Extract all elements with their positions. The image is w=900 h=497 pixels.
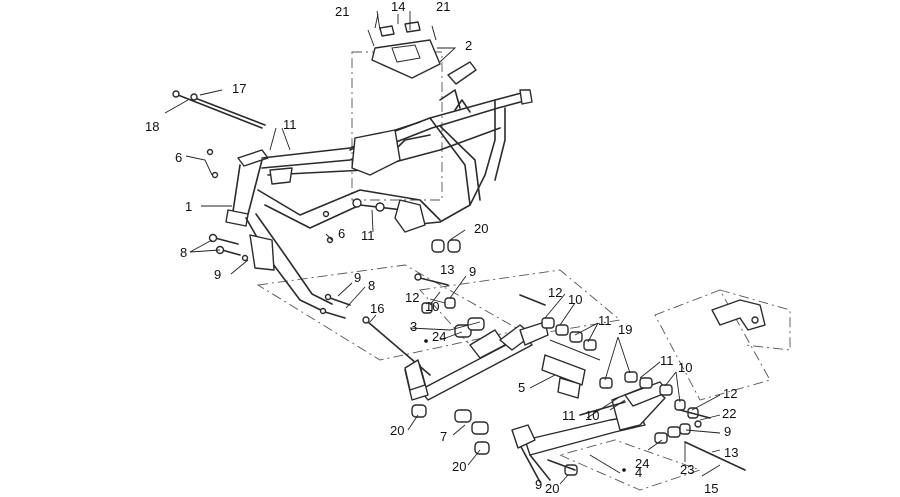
top-plate bbox=[367, 21, 441, 79]
callout-20-d: 20 bbox=[545, 481, 559, 496]
callout-21-b: 21 bbox=[436, 0, 450, 14]
callout-9-b: 9 bbox=[354, 270, 361, 285]
callout-19: 19 bbox=[618, 322, 632, 337]
long-bolts bbox=[172, 90, 266, 129]
callout-10-a: 10 bbox=[425, 299, 439, 314]
callout-11-b: 11 bbox=[361, 228, 375, 243]
callout-3: 3 bbox=[410, 319, 417, 334]
callout-17: 17 bbox=[232, 81, 246, 96]
leader-lines bbox=[164, 10, 721, 485]
spacer-tube bbox=[541, 339, 601, 399]
callout-20-b: 20 bbox=[390, 423, 404, 438]
callout-13-a: 13 bbox=[440, 262, 454, 277]
callout-7: 7 bbox=[440, 429, 447, 444]
lower-left-bushings bbox=[411, 404, 578, 476]
callout-14: 14 bbox=[391, 0, 405, 14]
main-frame bbox=[206, 61, 533, 313]
callout-9-a: 9 bbox=[214, 267, 221, 282]
middle-small-bolts bbox=[319, 293, 426, 391]
callout-10-b: 10 bbox=[568, 292, 582, 307]
right-bushings bbox=[519, 294, 746, 471]
callout-16: 16 bbox=[370, 301, 384, 316]
swing-arm bbox=[511, 381, 681, 483]
callout-2: 2 bbox=[465, 38, 472, 53]
frame-bushings bbox=[431, 239, 461, 253]
callout-20-c: 20 bbox=[452, 459, 466, 474]
callout-20-a: 20 bbox=[474, 221, 488, 236]
callout-6-a: 6 bbox=[175, 150, 182, 165]
assembly-guide-lines bbox=[256, 51, 791, 491]
callout-24-a: 24 bbox=[432, 329, 446, 344]
callout-4: 4 bbox=[635, 465, 642, 480]
engine-mount-arm bbox=[404, 273, 549, 401]
callout-5: 5 bbox=[518, 380, 525, 395]
callout-10-d: 10 bbox=[585, 408, 599, 423]
callout-24-b: 24 bbox=[635, 456, 649, 471]
callout-8-b: 8 bbox=[368, 278, 375, 293]
callout-18: 18 bbox=[145, 119, 159, 134]
callout-9-d: 9 bbox=[724, 424, 731, 439]
callout-labels: 1 2 3 4 5 6 6 7 8 8 9 9 9 9 9 10 10 10 1… bbox=[145, 0, 738, 496]
callout-12-a: 12 bbox=[405, 290, 419, 305]
side-bracket bbox=[711, 299, 766, 331]
callout-8-a: 8 bbox=[180, 245, 187, 260]
front-bolts bbox=[208, 233, 249, 262]
callout-11-d: 11 bbox=[660, 353, 674, 368]
callout-12-b: 12 bbox=[548, 285, 562, 300]
callout-21-a: 21 bbox=[335, 4, 349, 19]
callout-9-c: 9 bbox=[469, 264, 476, 279]
callout-12-c: 12 bbox=[723, 386, 737, 401]
callout-11-e: 11 bbox=[562, 408, 576, 423]
callout-6-b: 6 bbox=[338, 226, 345, 241]
callout-22: 22 bbox=[722, 406, 736, 421]
callout-15: 15 bbox=[704, 481, 718, 496]
callout-9-e: 9 bbox=[535, 477, 542, 492]
callout-11-c: 11 bbox=[598, 313, 612, 328]
callout-23: 23 bbox=[680, 462, 694, 477]
callout-13-b: 13 bbox=[724, 445, 738, 460]
callout-11-a: 11 bbox=[283, 117, 297, 132]
callout-10-c: 10 bbox=[678, 360, 692, 375]
callout-1: 1 bbox=[185, 199, 192, 214]
